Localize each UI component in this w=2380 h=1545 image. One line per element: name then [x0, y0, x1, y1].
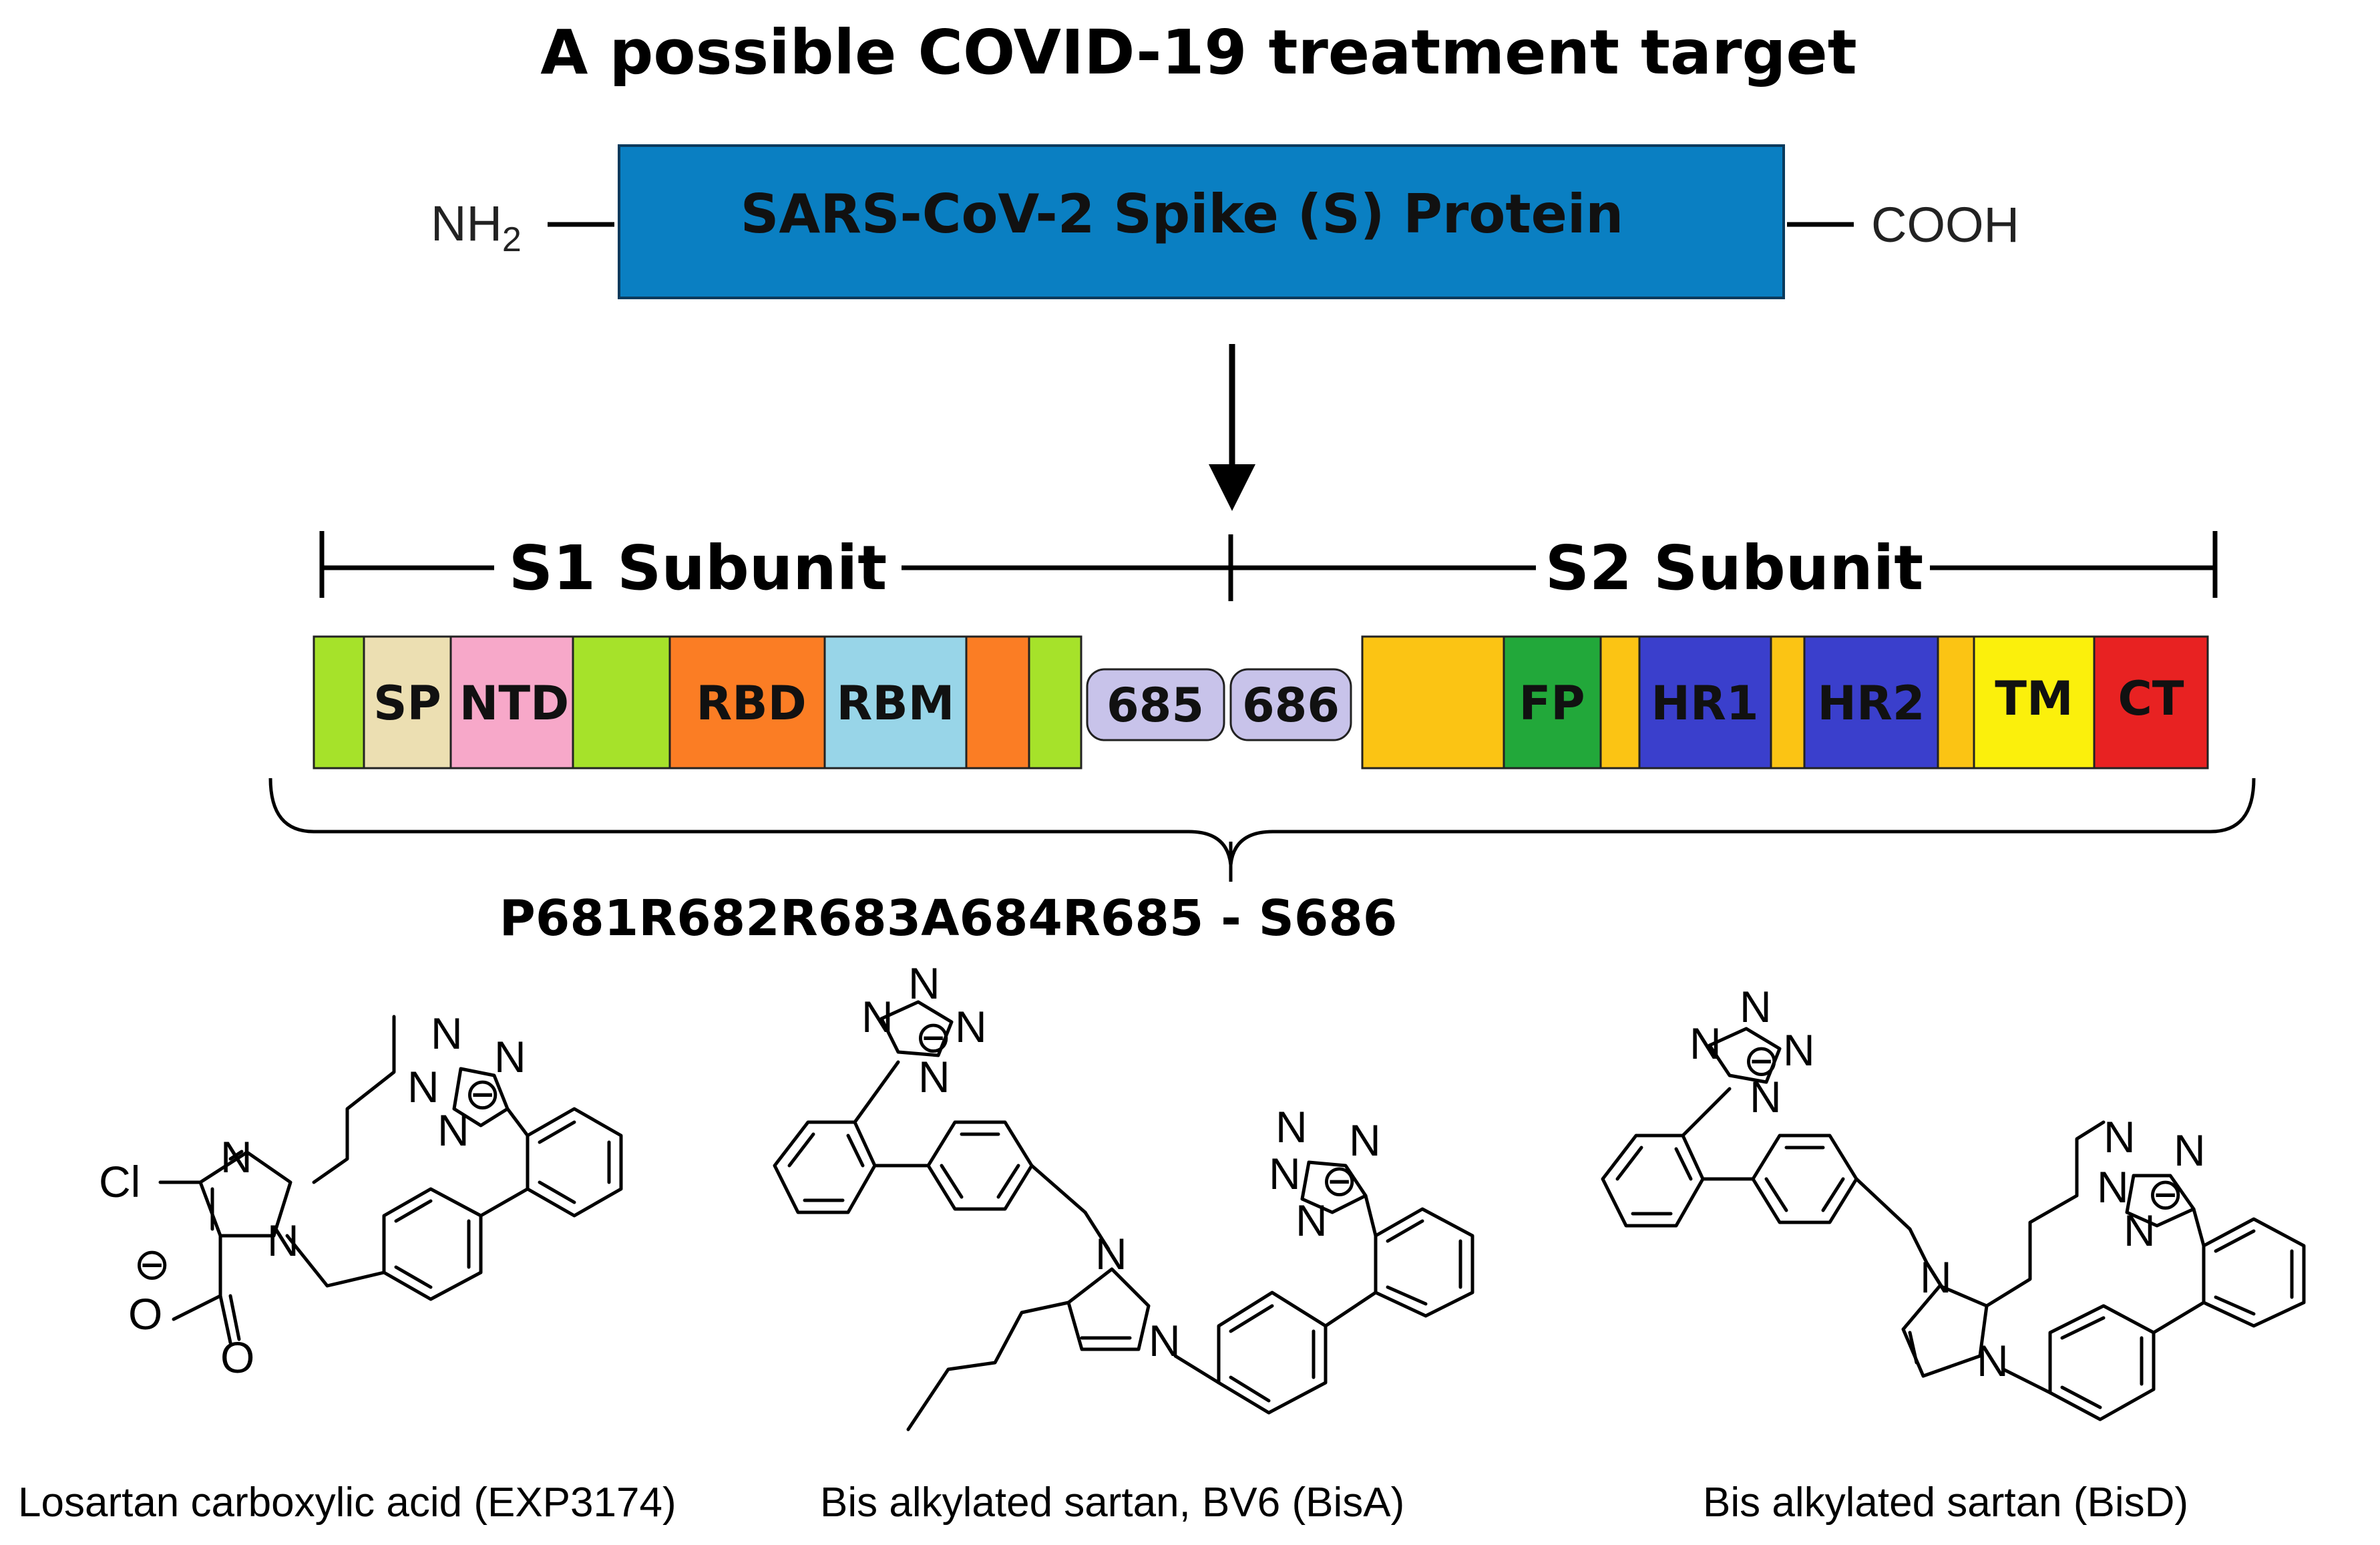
bisa-minus-2: ⊖ [1321, 1156, 1358, 1205]
subunit-scale: S1 Subunit S2 Subunit [319, 531, 2218, 604]
domain-rbm [823, 635, 968, 769]
losartan-n-2: N [494, 1032, 526, 1081]
domain-hr2 [1803, 635, 1939, 769]
molecule-bisa: N N N N ⊖ N N [773, 959, 1474, 1526]
bisa-n-4: N [918, 1052, 950, 1101]
bisd-n-2: N [1740, 982, 1772, 1031]
domain-amber-2 [1599, 635, 1641, 769]
bisa-n-3: N [955, 1002, 987, 1051]
domain-lime-1 [313, 635, 365, 769]
residue-685-box [1086, 668, 1225, 741]
bisd-n-8: N [2124, 1206, 2156, 1255]
domain-tm [1973, 635, 2096, 769]
figure-title: A possible COVID-19 treatment target [540, 17, 1856, 88]
losartan-minus-1: ⊖ [464, 1069, 501, 1118]
cleavage-sequence: P681R682R683A684R685 - S686 [500, 890, 1398, 947]
bisd-n-1: N [1690, 1019, 1722, 1068]
residue-686-box [1229, 668, 1352, 741]
domain-orange [965, 635, 1030, 769]
bisd-n-ring-1: N [1920, 1252, 1952, 1302]
spike-protein-box [618, 144, 1785, 299]
domain-hr2-label: HR2 [1817, 676, 1925, 731]
bisd-n-7: N [2097, 1162, 2129, 1212]
losartan-minus-2: ⊖ [134, 1239, 170, 1289]
domain-ct-label: CT [2118, 671, 2184, 726]
bisd-n-5: N [2104, 1112, 2136, 1162]
bisd-caption: Bis alkylated sartan (BisD) [1703, 1480, 2188, 1526]
s1-subunit-label: S1 Subunit [509, 532, 887, 604]
losartan-n-1: N [431, 1009, 463, 1058]
domain-amber-1 [1361, 635, 1505, 769]
domain-rbm-label: RBM [837, 676, 955, 731]
bisa-caption: Bis alkylated sartan, BV6 (BisA) [820, 1480, 1404, 1526]
domain-hr1-label: HR1 [1651, 676, 1758, 731]
bisd-n-ring-2: N [1977, 1336, 2009, 1385]
losartan-n-ring-2: N [267, 1216, 299, 1265]
bisa-n-1: N [861, 992, 894, 1041]
domain-ntd-label: NTD [459, 676, 569, 731]
bisd-n-3: N [1783, 1025, 1815, 1075]
losartan-o-1: O [128, 1289, 162, 1339]
n-terminus-label: NH2 [431, 196, 522, 259]
losartan-o-2: O [220, 1333, 254, 1382]
molecule-bisd: N N N N ⊖ N N [1601, 982, 2306, 1526]
losartan-cl: Cl [99, 1157, 140, 1206]
domain-fp [1503, 635, 1602, 769]
domain-lime-2 [572, 635, 671, 769]
bisa-n-ring-1: N [1095, 1229, 1127, 1278]
domain-hr1 [1638, 635, 1772, 769]
losartan-caption: Losartan carboxylic acid (EXP3174) [18, 1480, 676, 1526]
bisd-minus-2: ⊖ [2147, 1169, 2184, 1218]
residue-686-label: 686 [1242, 678, 1340, 733]
bisd-minus-1: ⊖ [1743, 1035, 1780, 1085]
spike-protein-bar: SARS-CoV-2 Spike (S) Protein NH2 COOH [431, 144, 2019, 299]
domain-ct [2093, 635, 2209, 769]
losartan-n-ring-1: N [220, 1132, 252, 1182]
bisd-n-4: N [1750, 1072, 1782, 1122]
curly-brace [268, 778, 2256, 866]
domain-rbd-label: RBD [696, 676, 806, 731]
bisd-n-6: N [2174, 1126, 2206, 1175]
domain-amber-3 [1770, 635, 1806, 769]
bisa-n-6: N [1349, 1115, 1381, 1165]
domain-fp-label: FP [1519, 676, 1585, 731]
residue-685-label: 685 [1107, 678, 1204, 733]
bisa-n-5: N [1275, 1102, 1308, 1152]
spike-protein-label: SARS-CoV-2 Spike (S) Protein [741, 183, 1623, 245]
molecule-losartan: N N N N ⊖ N N Cl O ⊖ O Losartan carboxyl… [18, 1009, 676, 1526]
domain-labels: SP NTD RBD RBM 685 686 FP HR1 HR2 TM CT [373, 671, 2184, 733]
domain-tm-label: TM [1995, 671, 2073, 726]
bisa-n-2: N [908, 959, 940, 1008]
c-terminus-label: COOH [1871, 197, 2019, 252]
down-arrow-icon [1209, 344, 1255, 511]
bisa-n-7: N [1269, 1149, 1301, 1198]
domain-lime-3 [1028, 635, 1082, 769]
domain-sp [363, 635, 452, 769]
losartan-n-4: N [437, 1105, 469, 1155]
domain-amber-4 [1937, 635, 1975, 769]
domain-bar [313, 635, 2209, 769]
domain-rbd [668, 635, 826, 769]
domain-sp-label: SP [373, 676, 441, 731]
bisa-n-8: N [1296, 1196, 1328, 1245]
domain-ntd [449, 635, 574, 769]
losartan-n-3: N [407, 1062, 439, 1111]
s2-subunit-label: S2 Subunit [1545, 532, 1923, 604]
bisa-minus-1: ⊖ [915, 1012, 952, 1061]
